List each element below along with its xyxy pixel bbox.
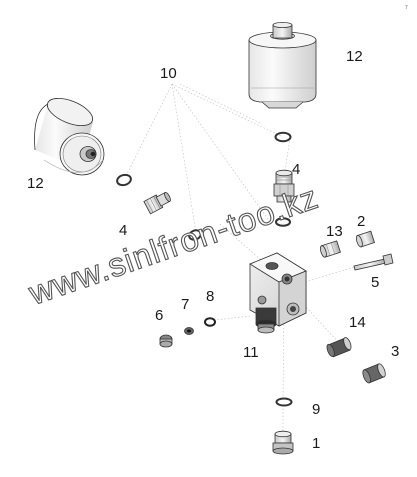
fitting-top bbox=[273, 169, 295, 203]
expansion-tank-top bbox=[248, 21, 317, 109]
callout-7: 7 bbox=[181, 296, 189, 313]
callout-12-top: 12 bbox=[346, 48, 363, 65]
callout-6: 6 bbox=[155, 307, 163, 324]
callout-9: 9 bbox=[312, 401, 320, 418]
callout-13: 13 bbox=[326, 223, 343, 240]
o-ring-8 bbox=[204, 317, 216, 327]
callout-10: 10 bbox=[160, 65, 177, 82]
callout-4-left: 4 bbox=[119, 222, 127, 239]
fitting-14 bbox=[326, 337, 352, 358]
callout-labels: 10 12 12 4 4 13 2 5 6 7 8 14 11 3 9 1 bbox=[27, 48, 399, 452]
cap-3 bbox=[362, 363, 386, 384]
callout-4-top: 4 bbox=[292, 161, 300, 178]
callout-11: 11 bbox=[243, 344, 259, 361]
o-ring-9 bbox=[275, 397, 293, 407]
fitting-1 bbox=[272, 430, 294, 455]
callout-2: 2 bbox=[357, 213, 365, 230]
bolt-5 bbox=[353, 253, 394, 271]
plug-2 bbox=[355, 230, 376, 248]
expansion-tank-left bbox=[34, 98, 105, 176]
screw-6 bbox=[159, 334, 173, 348]
sensor-11 bbox=[255, 307, 277, 334]
callout-1: 1 bbox=[312, 435, 320, 452]
callout-12-left: 12 bbox=[27, 175, 44, 192]
o-ring-seals bbox=[116, 131, 292, 241]
corner-mark: 7 bbox=[405, 5, 408, 11]
fitting-13 bbox=[319, 240, 341, 258]
callout-14: 14 bbox=[349, 314, 366, 331]
fitting-left bbox=[143, 191, 171, 215]
callout-5: 5 bbox=[371, 274, 379, 291]
callout-8: 8 bbox=[206, 288, 214, 305]
callout-3: 3 bbox=[391, 343, 399, 360]
washer-7 bbox=[184, 327, 194, 335]
